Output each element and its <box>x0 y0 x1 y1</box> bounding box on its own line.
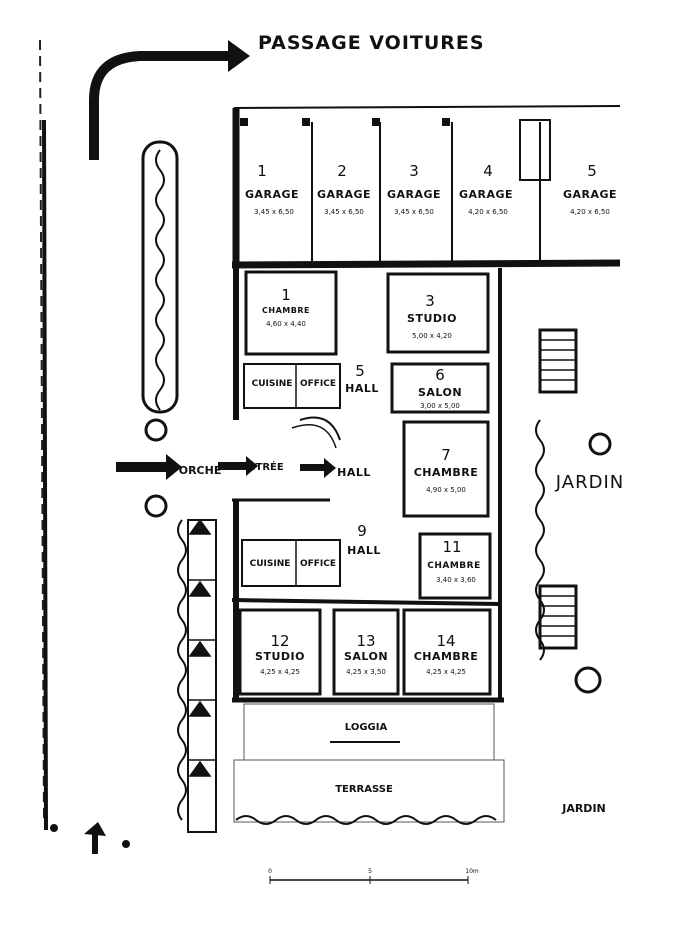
room-6 <box>390 362 490 414</box>
room-3 <box>386 272 490 354</box>
left-stair-column <box>187 518 217 833</box>
garage-1-label: GARAGE <box>245 188 299 201</box>
passage-voitures-label: PASSAGE VOITURES <box>258 32 485 54</box>
garage-2-label: GARAGE <box>317 188 371 201</box>
kitchen-bottom-label: CUISINE <box>250 559 291 569</box>
hall-5-number: 5 <box>355 362 365 380</box>
hall-center-label: HALL <box>337 466 371 479</box>
garage-5-dims: 4,20 x 6,50 <box>570 208 610 216</box>
room-1-label: CHAMBRE <box>262 306 310 315</box>
garage-1-dims: 3,45 x 6,50 <box>254 208 294 216</box>
tree-mark-bottom <box>122 840 130 848</box>
room-7-dims: 4,90 x 5,00 <box>426 486 466 494</box>
room-12-number: 12 <box>270 632 289 650</box>
room-14 <box>402 608 492 696</box>
tree-mark-left <box>50 824 58 832</box>
room-14-number: 14 <box>436 632 455 650</box>
terrasse-label: TERRASSE <box>335 784 393 795</box>
kitchen-bottom-area <box>241 539 341 587</box>
property-edge-line <box>42 119 48 831</box>
room-13 <box>332 608 400 696</box>
garages-block <box>231 105 621 269</box>
porche-label: PORCHE <box>171 464 222 477</box>
garden-stairs-lower <box>538 584 578 650</box>
room-7-label: CHAMBRE <box>414 466 479 479</box>
building-walls <box>231 265 504 703</box>
entree-label: ENTRÉE <box>240 460 284 473</box>
room-3-dims: 5,00 x 4,20 <box>412 332 452 340</box>
office-bottom-label: OFFICE <box>300 559 336 569</box>
room-11-dims: 3,40 x 3,60 <box>436 576 476 584</box>
room-11-number: 11 <box>442 538 461 556</box>
driveway-arrow <box>89 40 250 160</box>
room-3-label: STUDIO <box>407 312 457 325</box>
garden-hedge-left <box>177 519 187 821</box>
garden-tree-top <box>588 432 612 456</box>
scale-label-0: 0 <box>268 868 272 875</box>
jardin-right-label: JARDIN <box>555 472 624 493</box>
hall-9-number: 9 <box>357 522 367 540</box>
garage-4-number: 4 <box>483 162 493 180</box>
garage-5-number: 5 <box>587 162 597 180</box>
entree-arrow <box>218 456 258 476</box>
north-arrow <box>84 822 106 854</box>
garage-3-number: 3 <box>409 162 419 180</box>
room-1-dims: 4,60 x 4,40 <box>266 320 306 328</box>
scale-label-5: 5 <box>368 868 372 875</box>
office-top-label: OFFICE <box>300 379 336 389</box>
room-7-number: 7 <box>441 446 451 464</box>
room-3-number: 3 <box>425 292 435 310</box>
garage-2-number: 2 <box>337 162 347 180</box>
garage-4-dims: 4,20 x 6,50 <box>468 208 508 216</box>
room-12 <box>238 608 322 696</box>
kitchen-top-area <box>243 363 341 409</box>
room-11 <box>418 532 492 600</box>
garden-stairs-upper <box>538 328 578 394</box>
kitchen-top-label: CUISINE <box>252 379 293 389</box>
room-13-number: 13 <box>356 632 375 650</box>
garage-1-number: 1 <box>257 162 267 180</box>
garage-3-dims: 3,45 x 6,50 <box>394 208 434 216</box>
property-boundary-line <box>39 39 45 821</box>
room-14-label: CHAMBRE <box>414 650 479 663</box>
hall-arrow <box>300 458 336 478</box>
terrasse-area <box>233 759 505 823</box>
terrasse-hedge <box>235 815 497 825</box>
room-6-label: SALON <box>418 386 462 399</box>
hall-9-label: HALL <box>347 544 381 557</box>
loggia-label: LOGGIA <box>345 722 388 733</box>
room-11-label: CHAMBRE <box>427 561 481 571</box>
room-1-number: 1 <box>281 286 291 304</box>
room-6-number: 6 <box>435 366 445 384</box>
garage-4-label: GARAGE <box>459 188 513 201</box>
porche-arrow <box>116 454 182 480</box>
garage-3-label: GARAGE <box>387 188 441 201</box>
room-14-dims: 4,25 x 4,25 <box>426 668 466 676</box>
jardin-bottom-label: JARDIN <box>561 802 606 815</box>
scale-bar <box>269 876 469 884</box>
garage-2-dims: 3,45 x 6,50 <box>324 208 364 216</box>
planter-strip <box>141 140 179 518</box>
room-12-dims: 4,25 x 4,25 <box>260 668 300 676</box>
spiral-staircase <box>291 416 341 449</box>
room-12-label: STUDIO <box>255 650 305 663</box>
room-13-dims: 4,25 x 3,50 <box>346 668 386 676</box>
garden-hedge-right <box>535 419 545 661</box>
room-6-dims: 3,00 x 5,00 <box>420 402 460 410</box>
room-7 <box>402 420 490 518</box>
garage-5-label: GARAGE <box>563 188 617 201</box>
garden-tree-bottom <box>574 666 602 694</box>
room-1 <box>244 270 338 356</box>
room-13-label: SALON <box>344 650 388 663</box>
scale-label-10m: 10m <box>465 868 479 875</box>
hall-5-label: HALL <box>345 382 379 395</box>
